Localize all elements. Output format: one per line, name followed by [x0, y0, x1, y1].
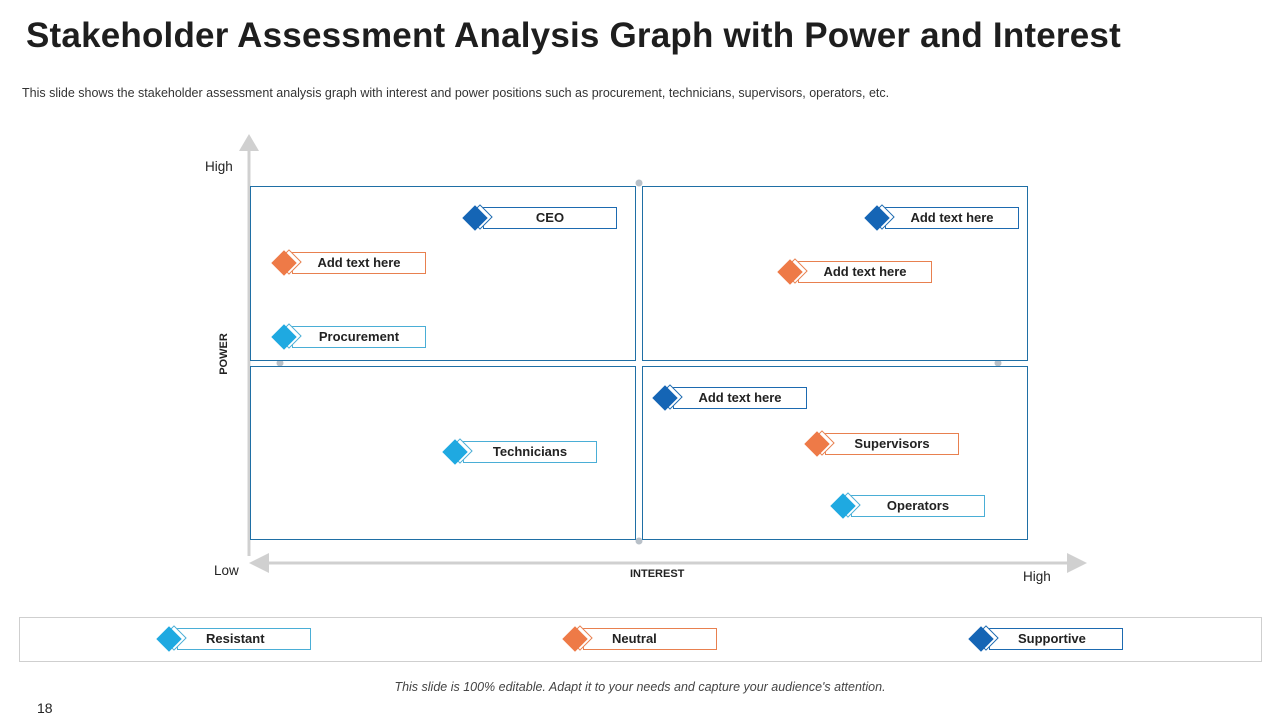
divider-dot-bottom [635, 537, 643, 545]
divider-dot-left [276, 359, 284, 367]
stakeholder-label: Operators [851, 495, 985, 517]
stakeholder-label: CEO [483, 207, 617, 229]
stakeholder-label: Add text here [673, 387, 807, 409]
legend-item-neutral: Neutral [562, 625, 717, 652]
legend: Resistant Neutral Supportive [19, 617, 1262, 662]
stakeholder-label: Procurement [292, 326, 426, 348]
stakeholder-marker-technicians: Technicians [442, 438, 597, 465]
legend-label-resistant: Resistant [177, 628, 311, 650]
legend-item-supportive: Supportive [968, 625, 1123, 652]
stakeholder-label: Technicians [463, 441, 597, 463]
stakeholder-marker-procurement: Procurement [271, 323, 426, 350]
power-high-label: High [205, 159, 233, 174]
stakeholder-label: Add text here [292, 252, 426, 274]
stakeholder-marker-operators: Operators [830, 492, 985, 519]
divider-dot-top [635, 179, 643, 187]
stakeholder-label: Add text here [798, 261, 932, 283]
stakeholder-marker: Add text here [271, 249, 426, 276]
legend-item-resistant: Resistant [156, 625, 311, 652]
stakeholder-marker: Add text here [777, 258, 932, 285]
power-low-label: Low [214, 563, 239, 578]
page-number: 18 [37, 700, 53, 716]
legend-label-supportive: Supportive [989, 628, 1123, 650]
stakeholder-marker-ceo: CEO [462, 204, 617, 231]
stakeholder-marker-supervisors: Supervisors [804, 430, 959, 457]
interest-axis-arrowhead [1067, 553, 1087, 573]
page-subtitle: This slide shows the stakeholder assessm… [22, 86, 890, 100]
power-axis-arrowhead [239, 134, 259, 151]
divider-dot-right [994, 359, 1002, 367]
stakeholder-label: Supervisors [825, 433, 959, 455]
stakeholder-marker: Add text here [864, 204, 1019, 231]
interest-high-label: High [1023, 569, 1051, 584]
page-title: Stakeholder Assessment Analysis Graph wi… [26, 16, 1121, 55]
footer-note: This slide is 100% editable. Adapt it to… [394, 680, 886, 694]
stakeholder-label: Add text here [885, 207, 1019, 229]
stakeholder-marker: Add text here [652, 384, 807, 411]
power-axis-title: POWER [217, 333, 230, 375]
interest-axis-arrowtail [249, 553, 269, 573]
interest-axis-title: INTEREST [630, 568, 685, 580]
legend-label-neutral: Neutral [583, 628, 717, 650]
